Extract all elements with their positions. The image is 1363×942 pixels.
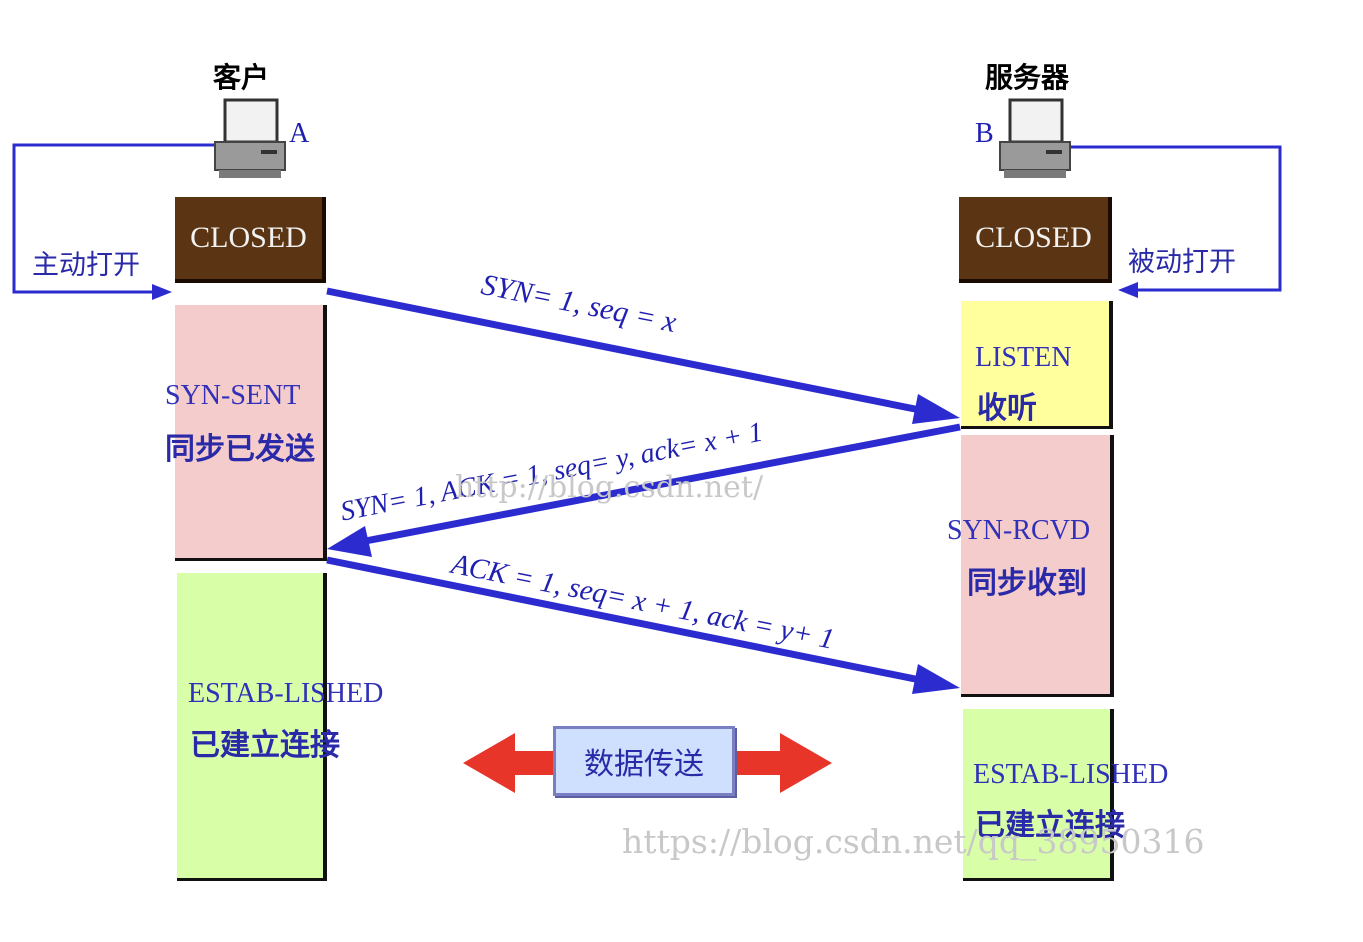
client-syn-sent-en: SYN-SENT bbox=[165, 380, 301, 411]
computer-icon-server bbox=[999, 98, 1071, 178]
server-established-state bbox=[963, 709, 1114, 881]
ack-arrow bbox=[326, 556, 931, 686]
server-syn-rcvd-state bbox=[961, 435, 1114, 697]
client-label: 客户 bbox=[213, 61, 270, 94]
computer-icon-client bbox=[214, 98, 286, 178]
active-open-arrowhead bbox=[152, 284, 172, 300]
client-established-en: ESTAB-LISHED bbox=[188, 678, 384, 709]
client-letter: A bbox=[289, 118, 310, 149]
active-open-label: 主动打开 bbox=[32, 250, 140, 281]
ack-arrowhead bbox=[912, 664, 960, 694]
syn-arrow bbox=[326, 287, 931, 416]
data-transfer-box: 数据传送 bbox=[553, 726, 735, 796]
client-established-cn: 已建立连接 bbox=[190, 728, 340, 763]
client-closed-state: CLOSED bbox=[175, 197, 326, 283]
server-established-en: ESTAB-LISHED bbox=[973, 759, 1169, 790]
client-syn-sent-cn: 同步已发送 bbox=[165, 432, 315, 467]
server-closed-state: CLOSED bbox=[959, 197, 1112, 283]
server-syn-rcvd-cn: 同步收到 bbox=[967, 566, 1087, 601]
syn-arrowhead bbox=[912, 394, 960, 424]
active-open-loop bbox=[12, 143, 215, 294]
client-established-state bbox=[177, 573, 327, 881]
server-letter: B bbox=[975, 118, 994, 149]
server-closed-label: CLOSED bbox=[975, 221, 1092, 254]
client-closed-label: CLOSED bbox=[190, 221, 307, 254]
server-listen-en: LISTEN bbox=[975, 342, 1072, 373]
server-listen-cn: 收听 bbox=[977, 391, 1037, 426]
syn-ack-arrowhead bbox=[327, 526, 372, 557]
passive-open-arrowhead bbox=[1118, 282, 1138, 298]
passive-open-label: 被动打开 bbox=[1128, 247, 1236, 278]
data-transfer-label: 数据传送 bbox=[584, 747, 704, 782]
server-established-cn: 已建立连接 bbox=[975, 808, 1125, 843]
watermark-middle: http://blog.csdn.net/ bbox=[455, 470, 764, 505]
server-label: 服务器 bbox=[985, 61, 1070, 94]
client-syn-sent-state bbox=[175, 305, 327, 561]
server-syn-rcvd-en: SYN-RCVD bbox=[947, 515, 1091, 546]
passive-open-loop bbox=[1070, 145, 1282, 292]
watermark-bottom: https://blog.csdn.net/qq_38950316 bbox=[622, 822, 1205, 861]
server-listen-state bbox=[961, 301, 1113, 429]
syn-ack-arrow bbox=[354, 423, 961, 547]
